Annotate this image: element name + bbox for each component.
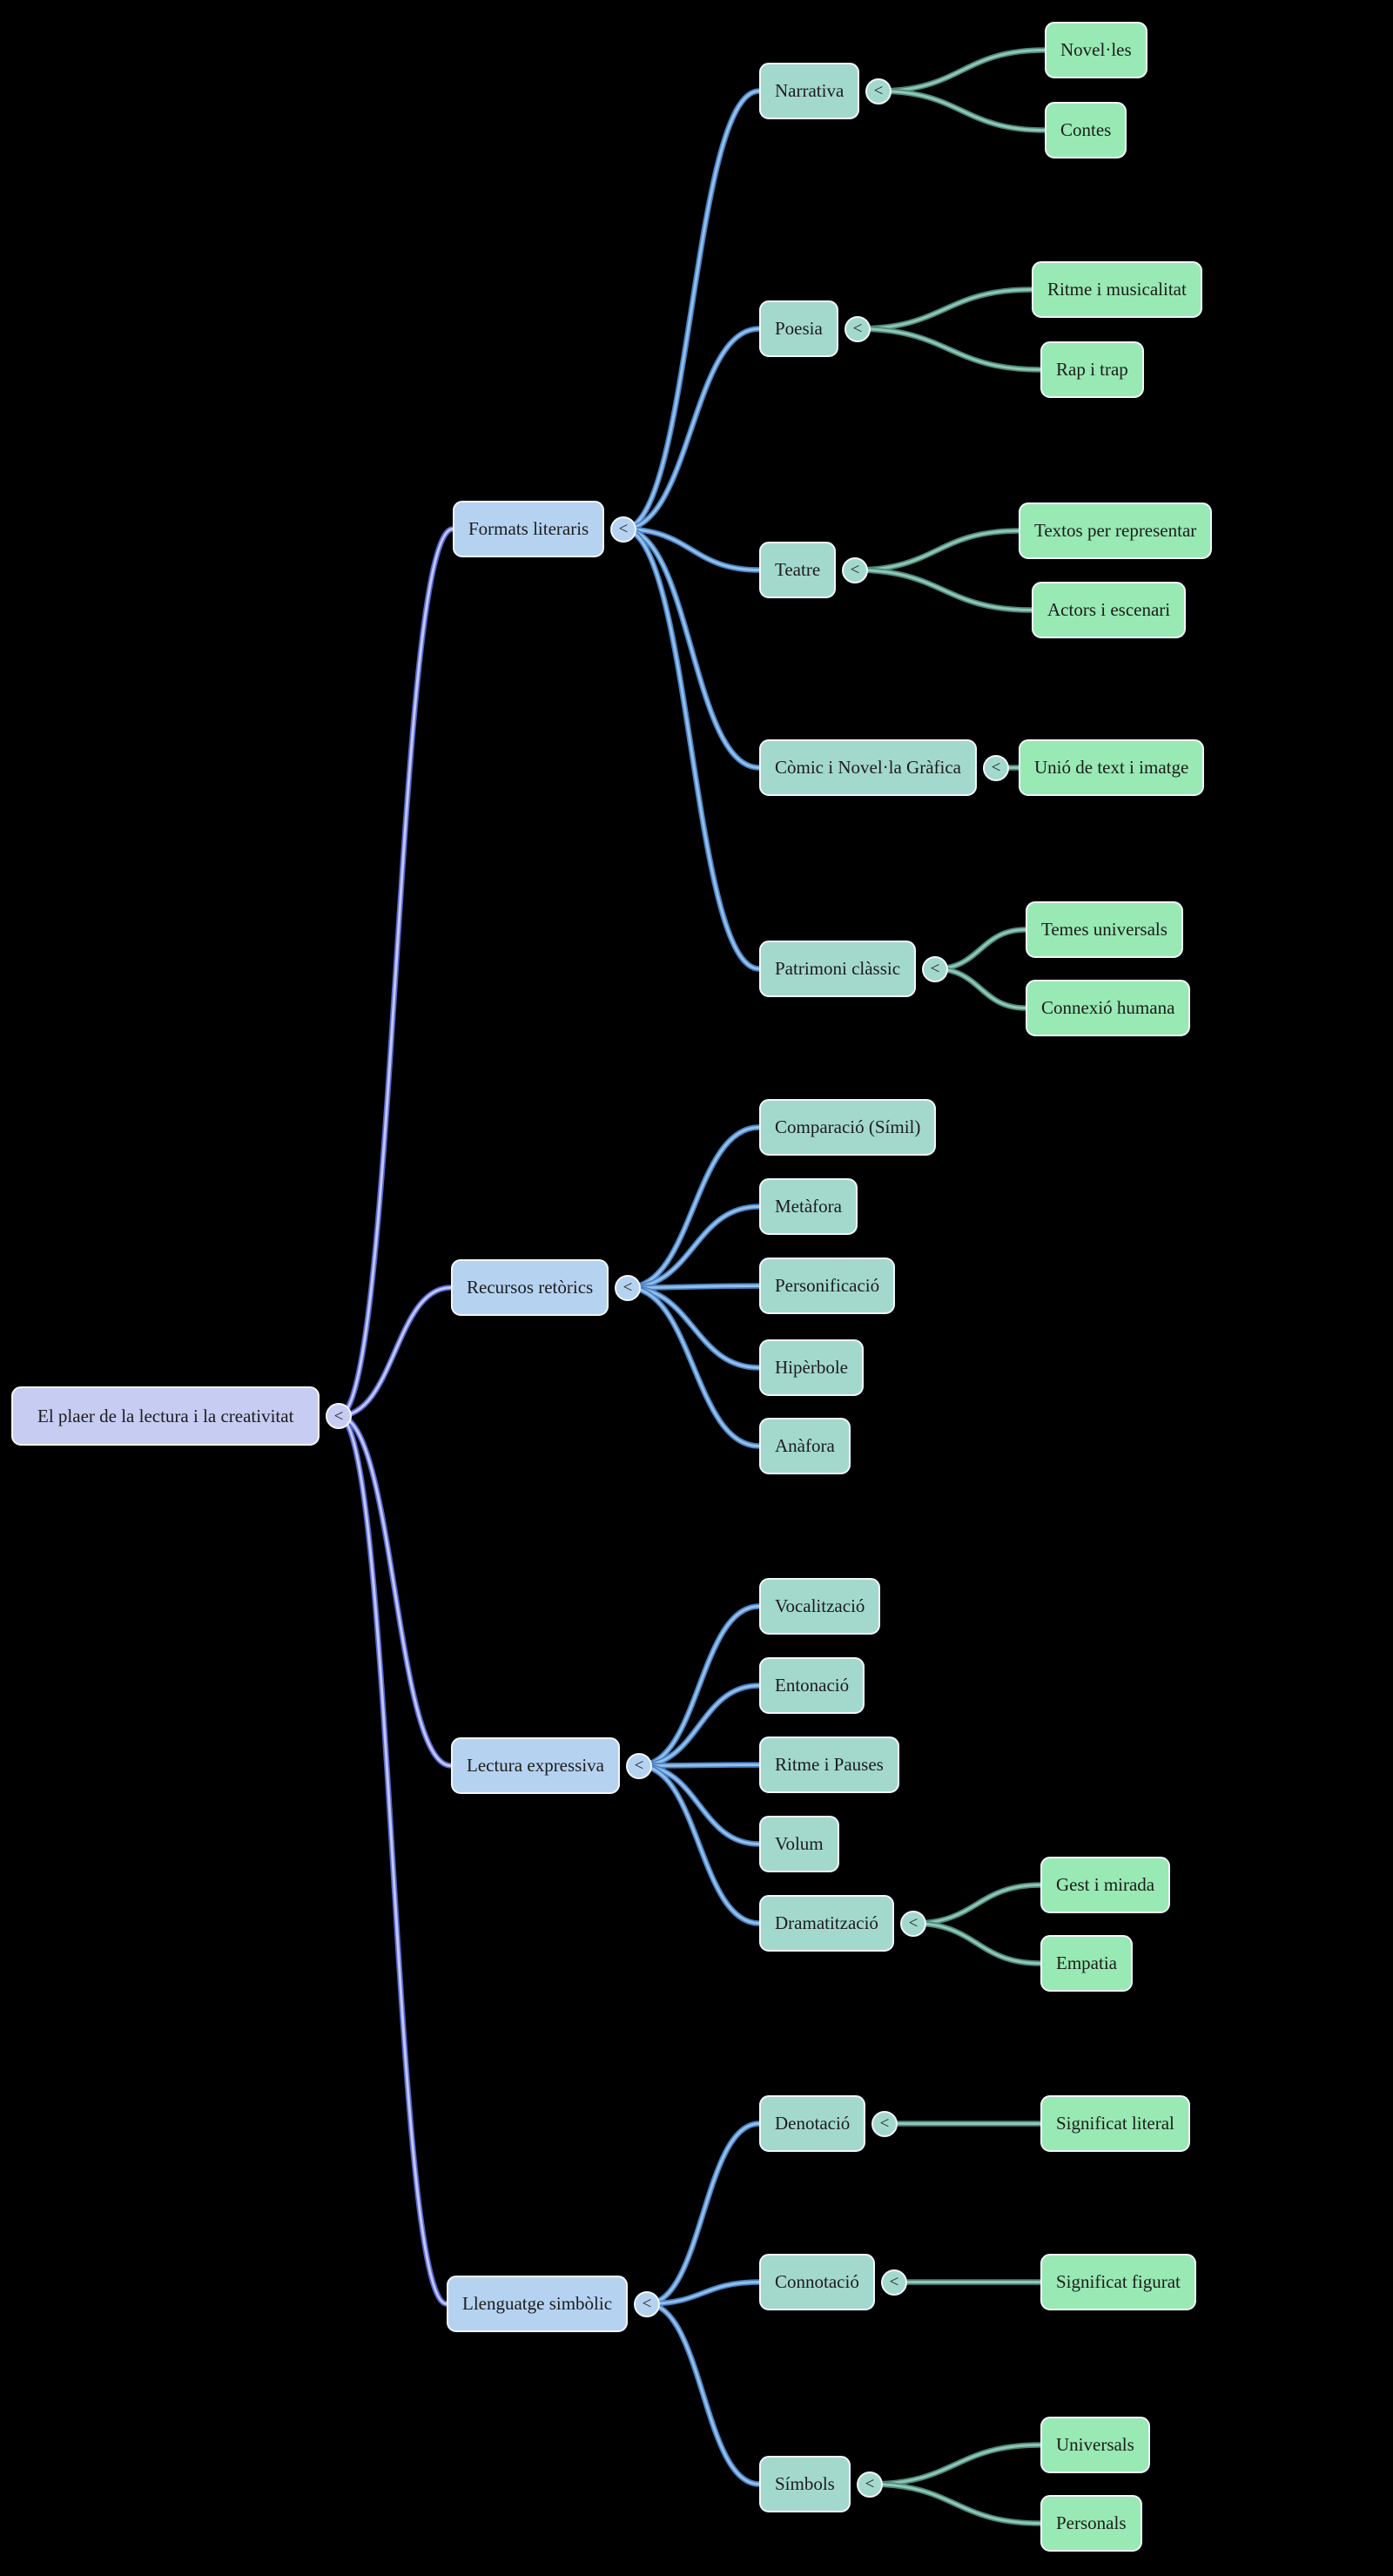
edge-inner bbox=[853, 569, 1033, 611]
mindmap-node[interactable]: Volum bbox=[759, 1816, 839, 1872]
mindmap-node[interactable]: Lectura expressiva bbox=[451, 1737, 621, 1794]
edge-inner bbox=[337, 1414, 448, 2305]
mindmap-node[interactable]: Comparació (Símil) bbox=[759, 1099, 937, 1156]
collapse-toggle[interactable]: < bbox=[857, 2471, 883, 2498]
collapse-toggle[interactable]: < bbox=[922, 955, 948, 982]
mindmap-node[interactable]: Teatre bbox=[759, 542, 837, 598]
edge-inner bbox=[912, 1884, 1042, 1925]
mindmap-node[interactable]: El plaer de la lectura i la creativitat bbox=[11, 1386, 320, 1446]
collapse-toggle[interactable]: < bbox=[845, 315, 871, 342]
mindmap-node[interactable]: Textos per representar bbox=[1019, 502, 1213, 559]
edge-inner bbox=[622, 528, 761, 970]
collapse-toggle[interactable]: < bbox=[842, 556, 868, 583]
mindmap-node[interactable]: Significat figurat bbox=[1040, 2254, 1196, 2310]
mindmap-node[interactable]: Denotació bbox=[759, 2095, 866, 2152]
collapse-toggle[interactable]: < bbox=[900, 1910, 926, 1937]
collapse-toggle[interactable]: < bbox=[615, 1274, 641, 1301]
edge-inner bbox=[645, 2122, 761, 2305]
collapse-toggle[interactable]: < bbox=[871, 2110, 898, 2137]
mindmap-node[interactable]: Universals bbox=[1040, 2417, 1150, 2473]
mindmap-node[interactable]: Personificació bbox=[759, 1258, 896, 1314]
edge-inner bbox=[868, 2444, 1042, 2485]
mindmap-node[interactable]: Connotació bbox=[759, 2254, 875, 2310]
mindmap-node[interactable]: Unió de text i imatge bbox=[1019, 739, 1205, 796]
mindmap-node[interactable]: Llenguatge simbòlic bbox=[447, 2276, 629, 2332]
edge-inner bbox=[637, 1764, 761, 1845]
mindmap-node[interactable]: Empatia bbox=[1040, 1935, 1133, 1992]
edge-inner bbox=[877, 90, 1046, 131]
mindmap-node[interactable]: Actors i escenari bbox=[1032, 582, 1187, 638]
mindmap-node[interactable]: Còmic i Novel·la Gràfica bbox=[759, 739, 977, 796]
edge-inner bbox=[337, 528, 454, 1418]
edge-inner bbox=[912, 1922, 1042, 1965]
edge-inner bbox=[626, 1286, 761, 1369]
edge-inner bbox=[877, 49, 1046, 92]
edge-inner bbox=[622, 528, 761, 769]
mindmap-node[interactable]: Rap i trap bbox=[1040, 341, 1144, 398]
mindmap-node[interactable]: Anàfora bbox=[759, 1418, 851, 1474]
collapse-toggle[interactable]: < bbox=[881, 2269, 907, 2296]
edge-inner bbox=[637, 1684, 761, 1767]
edge-inner bbox=[337, 1286, 453, 1418]
edge-inner bbox=[856, 327, 1042, 371]
collapse-toggle[interactable]: < bbox=[326, 1403, 352, 1429]
edge-inner bbox=[626, 1285, 761, 1289]
edge-inner bbox=[622, 528, 761, 571]
mindmap-node[interactable]: Personals bbox=[1040, 2495, 1142, 2552]
edge-inner bbox=[637, 1605, 761, 1767]
edge-inner bbox=[933, 928, 1027, 970]
mindmap-node[interactable]: Recursos retòrics bbox=[451, 1259, 609, 1316]
edge-inner bbox=[626, 1126, 761, 1289]
mindmap-node[interactable]: Metàfora bbox=[759, 1178, 858, 1235]
edge-inner bbox=[637, 1764, 761, 1925]
edge-inner bbox=[622, 327, 761, 530]
mindmap-node[interactable]: Símbols bbox=[759, 2456, 851, 2512]
collapse-toggle[interactable]: < bbox=[610, 516, 636, 543]
mindmap-node[interactable]: Significat literal bbox=[1040, 2095, 1190, 2152]
mindmap-node[interactable]: Vocalització bbox=[759, 1578, 881, 1635]
edge-inner bbox=[645, 2281, 761, 2305]
collapse-toggle[interactable]: < bbox=[634, 2290, 660, 2317]
mindmap-node[interactable]: Dramatització bbox=[759, 1895, 894, 1952]
edge-inner bbox=[622, 90, 761, 530]
mindmap-node[interactable]: Contes bbox=[1045, 102, 1127, 158]
mindmap-node[interactable]: Poesia bbox=[759, 300, 838, 357]
mindmap-node[interactable]: Ritme i musicalitat bbox=[1032, 261, 1202, 318]
edge-inner bbox=[626, 1286, 761, 1447]
mindmap-node[interactable]: Connexió humana bbox=[1026, 980, 1191, 1036]
collapse-toggle[interactable]: < bbox=[983, 754, 1009, 781]
mindmap-node[interactable]: Formats literaris bbox=[453, 501, 605, 557]
mindmap-node[interactable]: Patrimoni clàssic bbox=[759, 941, 917, 997]
edge-inner bbox=[645, 2303, 761, 2485]
mindmap-node[interactable]: Ritme i Pauses bbox=[759, 1736, 899, 1793]
mindmap-node[interactable]: Narrativa bbox=[759, 63, 860, 119]
edge-inner bbox=[337, 1414, 453, 1767]
mindmap-node[interactable]: Novel·les bbox=[1045, 22, 1147, 78]
mindmap-node[interactable]: Hipèrbole bbox=[759, 1339, 864, 1396]
mindmap-node[interactable]: Temes universals bbox=[1026, 901, 1183, 958]
collapse-toggle[interactable]: < bbox=[626, 1752, 652, 1779]
edge-inner bbox=[933, 968, 1027, 1009]
edge-inner bbox=[868, 2483, 1042, 2525]
collapse-toggle[interactable]: < bbox=[865, 78, 892, 105]
mindmap-node[interactable]: Gest i mirada bbox=[1040, 1857, 1171, 1913]
mindmap-node[interactable]: Entonació bbox=[759, 1657, 865, 1714]
edge-inner bbox=[626, 1205, 761, 1289]
edge-inner bbox=[856, 288, 1033, 330]
edge-inner bbox=[853, 529, 1020, 571]
